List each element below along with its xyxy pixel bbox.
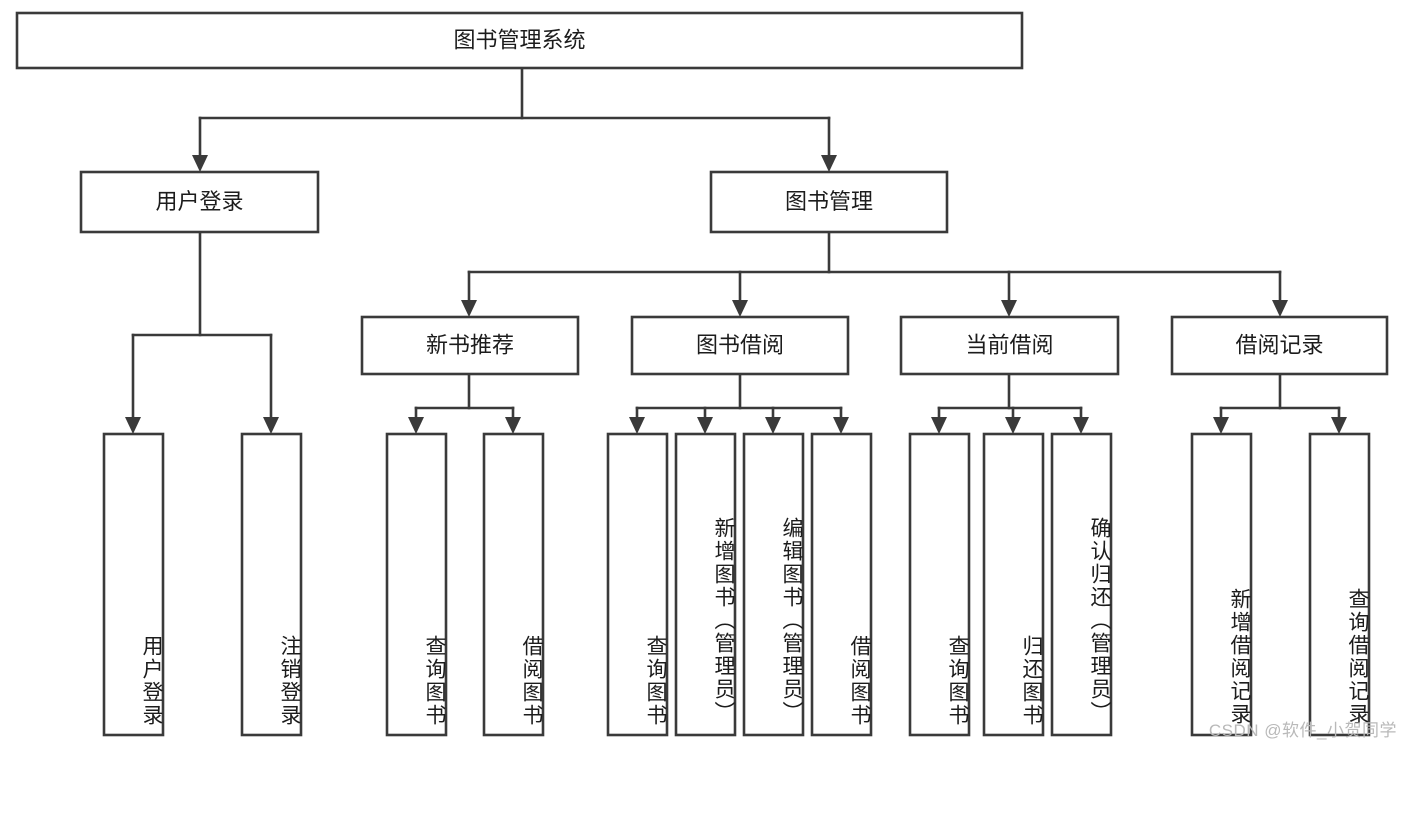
leaf-leaf-query-borrow-record[interactable] (1308, 432, 1371, 737)
node-label-root: 图书管理系统 (453, 27, 585, 52)
bar-borrow-record-leaf-1-arrow-head (1331, 417, 1347, 434)
node-box-new-book-recommend[interactable] (360, 315, 580, 376)
level3-new-book-recommend-arrow-head (461, 300, 477, 317)
leaf-box-leaf-borrow-book-2[interactable] (810, 432, 873, 737)
node-box-book-borrow[interactable] (630, 315, 850, 376)
node-label-book-borrow: 图书借阅 (696, 332, 784, 357)
leaf-leaf-confirm-return-admin[interactable] (1050, 432, 1113, 737)
node-user-login[interactable]: 用户登录 (79, 170, 320, 234)
node-new-book-recommend[interactable]: 新书推荐 (360, 315, 580, 376)
leaf-leaf-add-borrow-record[interactable] (1190, 432, 1253, 737)
leaf-box-leaf-return-book[interactable] (982, 432, 1045, 737)
bar-book-borrow-leaf-2-arrow-head (765, 417, 781, 434)
leaf-leaf-return-book[interactable] (982, 432, 1045, 737)
leaf-box-leaf-add-book-admin[interactable] (674, 432, 737, 737)
bar-current-borrow-leaf-0-arrow-head (931, 417, 947, 434)
node-box-user-login[interactable] (79, 170, 320, 234)
node-box-book-manage[interactable] (709, 170, 949, 234)
node-label-new-book-recommend: 新书推荐 (426, 332, 514, 357)
node-root[interactable]: 图书管理系统 (15, 11, 1024, 70)
leaf-leaf-borrow-book-1[interactable] (482, 432, 545, 737)
bar-user-login-leaf-1-arrow-head (263, 417, 279, 434)
leaf-box-leaf-logout-login[interactable] (240, 432, 303, 737)
leaf-leaf-borrow-book-2[interactable] (810, 432, 873, 737)
leaf-box-leaf-confirm-return-admin[interactable] (1050, 432, 1113, 737)
node-box-borrow-record[interactable] (1170, 315, 1389, 376)
leaf-leaf-query-book-2[interactable] (606, 432, 669, 737)
leaf-leaf-user-login[interactable] (102, 432, 165, 737)
connectors-layer (125, 66, 1347, 434)
node-box-root[interactable] (15, 11, 1024, 70)
bar-borrow-record-leaf-0-arrow-head (1213, 417, 1229, 434)
watermark-text: CSDN @软件_小贺同学 (1208, 721, 1397, 740)
node-book-manage[interactable]: 图书管理 (709, 170, 949, 234)
leaf-leaf-logout-login[interactable] (240, 432, 303, 737)
leaf-leaf-query-book-3[interactable] (908, 432, 971, 737)
level3-book-borrow-arrow-head (732, 300, 748, 317)
bar-book-borrow-leaf-0-arrow-head (629, 417, 645, 434)
node-label-current-borrow: 当前借阅 (965, 332, 1053, 357)
bar-new-book-leaf-1-arrow-head (505, 417, 521, 434)
leaf-box-leaf-query-book-3[interactable] (908, 432, 971, 737)
level2-user-login-arrow-head (192, 155, 208, 172)
node-current-borrow[interactable]: 当前借阅 (899, 315, 1120, 376)
node-box-current-borrow[interactable] (899, 315, 1120, 376)
node-label-user-login: 用户登录 (155, 189, 243, 214)
leaf-box-leaf-edit-book-admin[interactable] (742, 432, 805, 737)
leaf-box-leaf-query-borrow-record[interactable] (1308, 432, 1371, 737)
node-borrow-record[interactable]: 借阅记录 (1170, 315, 1389, 376)
bar-new-book-leaf-0-arrow-head (408, 417, 424, 434)
leaf-box-leaf-borrow-book-1[interactable] (482, 432, 545, 737)
level3-borrow-record-arrow-head (1272, 300, 1288, 317)
leaf-leaf-query-book-1[interactable] (385, 432, 448, 737)
bar-user-login-leaf-0-arrow-head (125, 417, 141, 434)
leaf-box-leaf-add-borrow-record[interactable] (1190, 432, 1253, 737)
diagram-canvas: 图书管理系统用户登录图书管理新书推荐图书借阅当前借阅借阅记录 用户登录注销登录查… (15, 11, 1397, 740)
node-label-book-manage: 图书管理 (785, 189, 873, 214)
leaf-box-leaf-user-login[interactable] (102, 432, 165, 737)
level2-book-manage-arrow-head (821, 155, 837, 172)
leaf-leaf-add-book-admin[interactable] (674, 432, 737, 737)
bar-current-borrow-leaf-2-arrow-head (1073, 417, 1089, 434)
level3-current-borrow-arrow-head (1001, 300, 1017, 317)
node-book-borrow[interactable]: 图书借阅 (630, 315, 850, 376)
leaf-leaf-edit-book-admin[interactable] (742, 432, 805, 737)
node-label-borrow-record: 借阅记录 (1235, 332, 1323, 357)
bar-current-borrow-leaf-1-arrow-head (1005, 417, 1021, 434)
bar-book-borrow-leaf-3-arrow-head (833, 417, 849, 434)
leaf-box-leaf-query-book-1[interactable] (385, 432, 448, 737)
bar-book-borrow-leaf-1-arrow-head (697, 417, 713, 434)
leaf-box-leaf-query-book-2[interactable] (606, 432, 669, 737)
